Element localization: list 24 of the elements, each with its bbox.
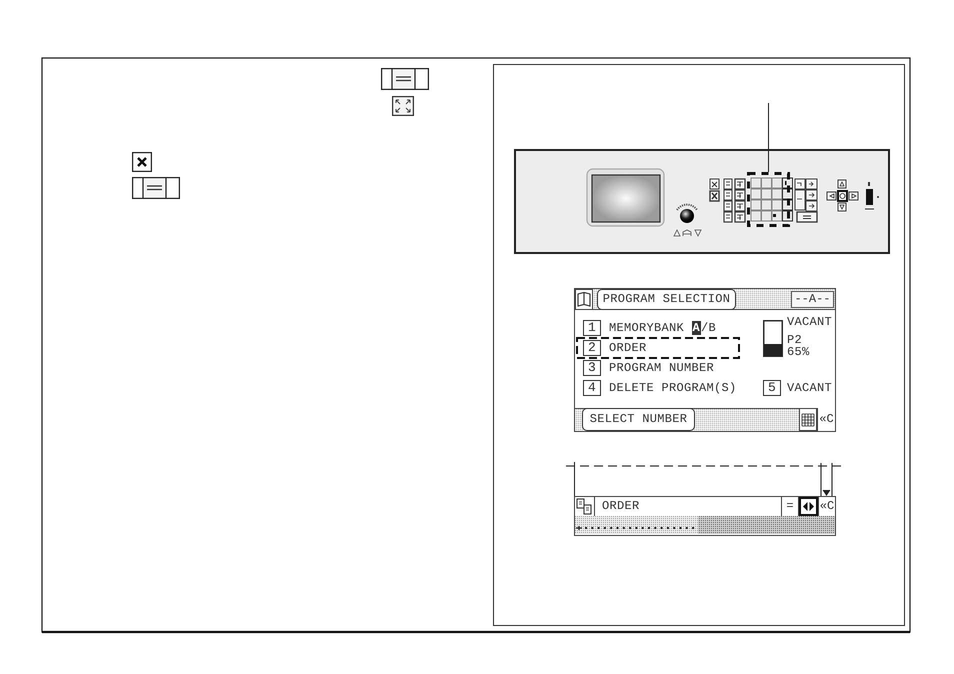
menu-number: 5	[763, 380, 781, 396]
memory-status-text: 65%	[787, 346, 810, 358]
clear-button: «C	[817, 408, 835, 431]
memory-status-text: P2	[787, 334, 802, 346]
screen-title-tab: PROGRAM SELECTION	[597, 289, 736, 310]
text-field: ORDER	[594, 497, 782, 516]
leader-line	[768, 102, 769, 172]
display-bar	[574, 496, 836, 536]
menu-option-text: DELETE PROGRAM(S)	[609, 381, 737, 395]
menu-number: 4	[583, 380, 601, 396]
menu-option-text: PROGRAM NUMBER	[609, 361, 714, 375]
clear-button: «C	[818, 497, 835, 516]
menu-option-text: MEMORYBANK A/B	[609, 321, 716, 335]
arrow	[820, 462, 832, 498]
menu-option-text: ORDER	[609, 341, 647, 355]
memory-status-text: VACANT	[787, 381, 832, 395]
menu-number: 2	[583, 340, 601, 356]
screen-prompt-tab: SELECT NUMBER	[582, 408, 695, 431]
keypad-highlight-frame	[747, 172, 790, 227]
menu-number: 3	[583, 360, 601, 376]
status-indicator: --A--	[791, 291, 834, 308]
display-screen	[574, 288, 836, 432]
memory-status-text: VACANT	[787, 315, 832, 329]
menu-number: 1	[583, 320, 601, 336]
